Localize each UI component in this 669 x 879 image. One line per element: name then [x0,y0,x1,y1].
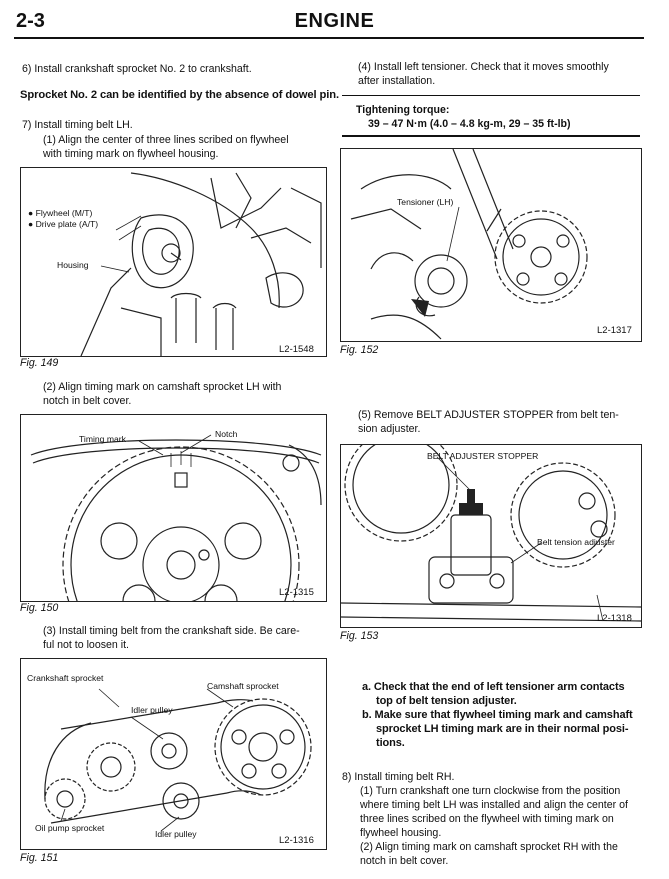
step-8-title: 8) Install timing belt RH. [342,771,455,783]
step-8-1-line2: where timing belt LH was installed and a… [360,799,628,811]
step-4-line2: after installation. [358,75,436,87]
bullet-flywheel-label: Flywheel (M/T) [35,208,93,218]
bullet-drive-plate: ● Drive plate (A/T) [28,219,99,229]
crankshaft-sprocket-label: Crankshaft sprocket [27,673,104,683]
bullet-drive-plate-label: Drive plate (A/T) [35,219,99,229]
note-a-line2: top of belt tension adjuster. [376,695,517,707]
note-b-line2: sprocket LH timing mark are in their nor… [376,723,629,735]
figure-150: Timing mark Notch L2-1315 [20,414,327,602]
figure-153: BELT ADJUSTER STOPPER Belt tension adjus… [340,444,642,628]
figure-149-code: L2-1548 [279,344,314,355]
torque-rule-bottom [342,135,640,137]
belt-adjuster-illustration [341,445,641,622]
step-5-line1: (5) Remove BELT ADJUSTER STOPPER from be… [358,409,619,421]
timing-belt-illustration [44,688,312,832]
step-8-2-line1: (2) Align timing mark on camshaft sprock… [360,841,618,853]
figure-151-code: L2-1316 [279,835,314,846]
idler-pulley-top-label: Idler pulley [131,705,173,715]
step-7-2-line1: (2) Align timing mark on camshaft sprock… [43,381,282,393]
step-8-1-line4: flywheel housing. [360,827,442,839]
step-8-1-line1: (1) Turn crankshaft one turn clockwise f… [360,785,621,797]
notch-label: Notch [215,429,238,439]
oil-pump-sprocket-label: Oil pump sprocket [35,823,105,833]
step-7-1-line1: (1) Align the center of three lines scri… [43,134,289,146]
step-8-1-line3: three lines scribed on the flywheel with… [360,813,614,825]
figure-153-code: L2-1318 [597,613,632,624]
step-7-2-line2: notch in belt cover. [43,395,132,407]
step-5-line2: sion adjuster. [358,423,421,435]
stopper-label: BELT ADJUSTER STOPPER [427,451,539,461]
tensioner-label: Tensioner (LH) [397,197,454,207]
step-8-2-line2: notch in belt cover. [360,855,449,867]
step-7-3-line2: ful not to loosen it. [43,639,129,651]
housing-label: Housing [57,260,89,270]
bullet-flywheel: ● Flywheel (M/T) [28,208,93,218]
camshaft-sprocket-label: Camshaft sprocket [207,681,279,691]
figure-152-label: Fig. 152 [340,344,379,356]
note-b-line1: b. Make sure that flywheel timing mark a… [362,709,633,721]
step-7-3-line1: (3) Install timing belt from the cranksh… [43,625,300,637]
figure-149-label: Fig. 149 [20,357,59,369]
figure-150-label: Fig. 150 [20,602,59,614]
camshaft-sprocket-illustration [30,434,322,601]
figure-153-label: Fig. 153 [340,630,379,642]
header-rule [14,37,644,39]
sprocket-note: Sprocket No. 2 can be identified by the … [20,89,340,101]
tensioner-illustration [350,149,588,340]
torque-rule-top [342,95,640,96]
figure-149: ● Flywheel (M/T) ● Drive plate (A/T) Hou… [20,167,327,357]
figure-152: Tensioner (LH) L2-1317 [340,148,642,342]
step-7-1-line2: with timing mark on flywheel housing. [43,148,219,160]
step-7-title: 7) Install timing belt LH. [22,119,133,131]
note-b-line3: tions. [376,737,405,749]
page-number: 2-3 [16,10,45,32]
figure-150-code: L2-1315 [279,587,314,598]
idler-pulley-bottom-label: Idler pulley [155,829,197,839]
timing-mark-label: Timing mark [79,434,126,444]
figure-152-code: L2-1317 [597,325,632,336]
note-a-line1: a. Check that the end of left tensioner … [362,681,625,693]
figure-151: Crankshaft sprocket Camshaft sprocket Id… [20,658,327,850]
step-6: 6) Install crankshaft sprocket No. 2 to … [22,63,252,75]
figure-151-label: Fig. 151 [20,852,59,864]
step-4-line1: (4) Install left tensioner. Check that i… [358,61,609,73]
adjuster-label: Belt tension adjuster [537,537,615,547]
page-title: ENGINE [294,10,375,32]
flywheel-illustration [80,172,322,356]
torque-value: 39 – 47 N·m (4.0 – 4.8 kg-m, 29 – 35 ft-… [368,118,571,130]
torque-title: Tightening torque: [356,104,450,116]
